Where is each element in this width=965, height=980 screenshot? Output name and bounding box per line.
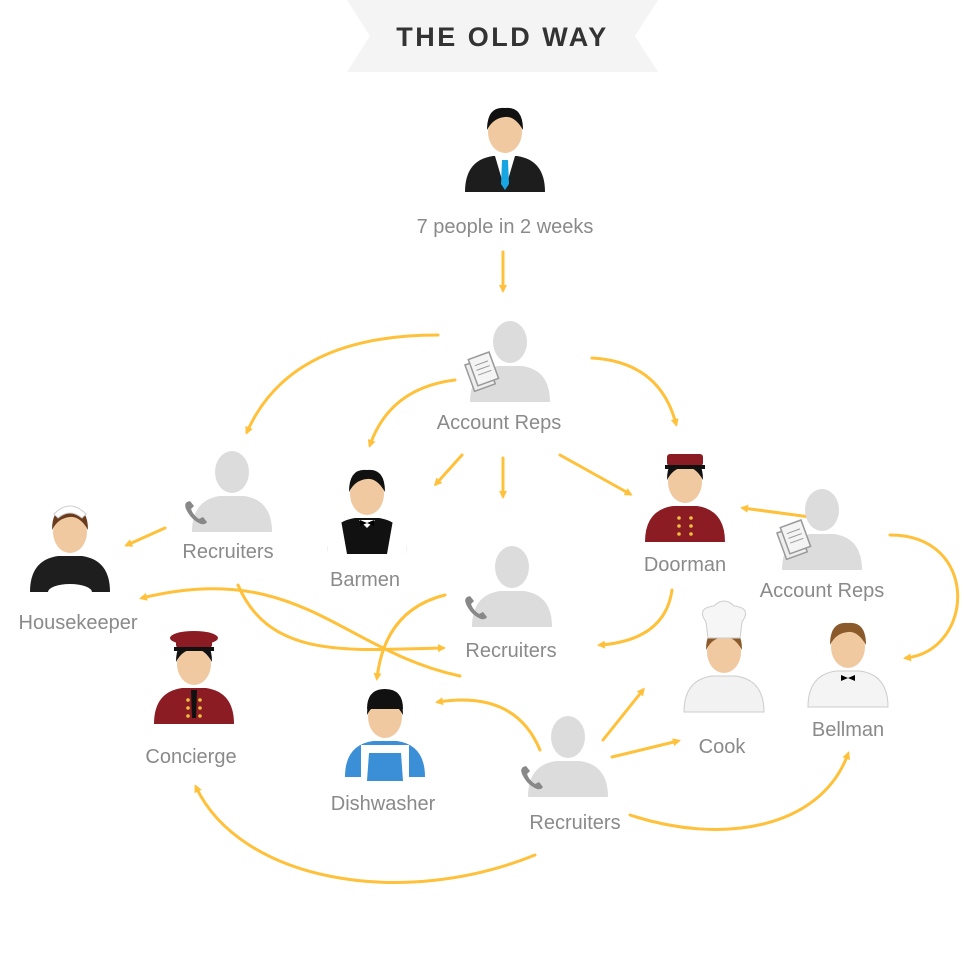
node-label-bellman: Bellman — [811, 719, 885, 741]
node-label-boss: 7 people in 2 weeks — [416, 216, 594, 238]
node-label-housekeeper: Housekeeper — [18, 612, 138, 634]
flow-arrow — [740, 504, 812, 519]
flow-arrow — [435, 697, 542, 752]
dishwasher-icon — [345, 689, 425, 781]
node-label-reps-right: Account Reps — [759, 580, 885, 602]
bellman-icon — [807, 622, 889, 708]
page-title: THE OLD WAY — [396, 22, 609, 52]
node-label-rec-mid: Recruiters — [465, 640, 557, 662]
flow-arrow — [373, 593, 447, 681]
flow-arrow — [245, 333, 440, 435]
node-label-rec-left: Recruiters — [182, 541, 274, 563]
recruiter-icon — [521, 716, 608, 797]
node-label-reps-top: Account Reps — [436, 412, 562, 434]
concierge-icon — [154, 631, 234, 724]
title-banner — [347, 0, 658, 72]
barman-icon — [327, 469, 407, 554]
recruiter-icon — [185, 451, 272, 532]
account-rep-icon — [464, 321, 550, 402]
flow-arrow — [601, 687, 645, 742]
flow-arrow — [367, 378, 457, 448]
housekeeper-icon — [30, 505, 110, 600]
doorman-icon — [645, 454, 725, 542]
flow-arrow — [888, 533, 960, 662]
flow-arrow — [139, 587, 462, 678]
cook-icon — [683, 600, 765, 713]
node-label-cook: Cook — [698, 736, 746, 758]
node-label-rec-bottom: Recruiters — [529, 812, 621, 834]
node-label-concierge: Concierge — [145, 746, 237, 768]
node-label-doorman: Doorman — [643, 554, 727, 576]
flow-arrow — [194, 784, 537, 884]
businessman-icon — [465, 107, 545, 192]
flow-arrow — [236, 583, 446, 653]
flow-arrow — [590, 356, 679, 427]
flow-arrow — [124, 526, 167, 547]
recruiter-icon — [465, 546, 552, 627]
flow-arrow — [610, 738, 681, 759]
account-rep-icon — [776, 489, 862, 570]
flow-arrow — [558, 453, 633, 496]
flow-arrow — [597, 588, 674, 649]
flow-arrow — [433, 453, 464, 487]
flow-arrow — [628, 751, 851, 831]
node-label-dishwasher: Dishwasher — [330, 793, 436, 815]
node-label-barmen: Barmen — [329, 569, 401, 591]
